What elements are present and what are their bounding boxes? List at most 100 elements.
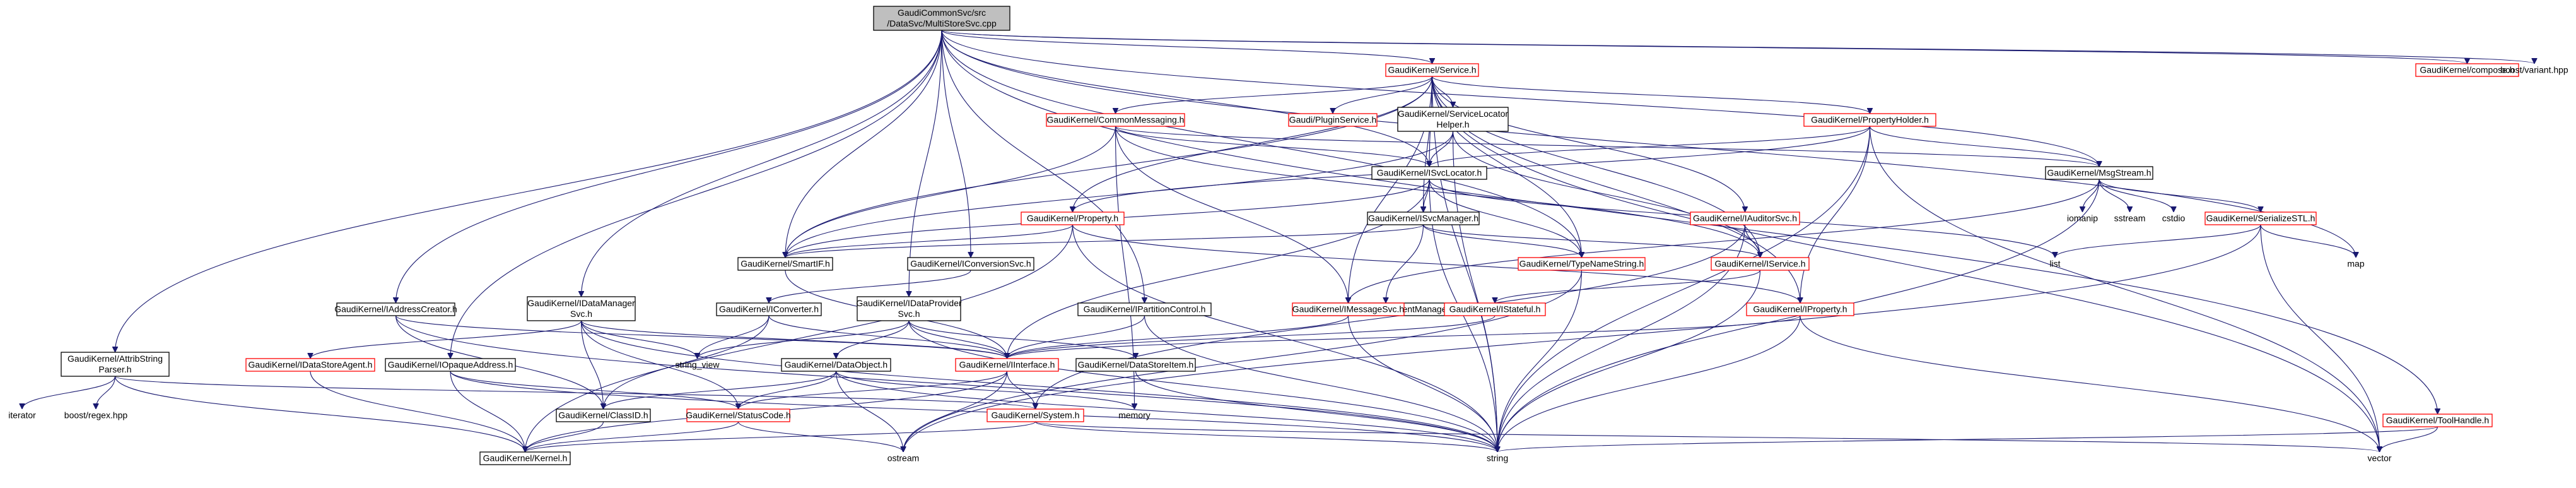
node-label-idatastoreagent_h: GaudiKernel/IDataStoreAgent.h [249, 360, 373, 370]
node-label-kernel_h: GaudiKernel/Kernel.h [483, 453, 568, 463]
node-label-typenamestring_h: GaudiKernel/TypeNameString.h [1519, 259, 1644, 269]
node-label-idataprovidersvc_h: Svc.h [898, 309, 920, 319]
node-label-imessagesvc_h: GaudiKernel/IMessageSvc.h [1292, 304, 1404, 314]
edge-root-to-iaddresscreator_h [396, 30, 942, 303]
node-label-sstream: sstream [2114, 213, 2146, 223]
edge-property_h-to-kernel_h [525, 224, 1074, 452]
edge-attribstringparser_h-to-iterator [22, 376, 116, 410]
edge-root-to-tooloahandle_h [941, 30, 2438, 414]
node-label-classid_h: GaudiKernel/ClassID.h [558, 410, 648, 420]
node-ismartif_h[interactable]: GaudiKernel/SmartIF.h [737, 257, 833, 271]
node-iopaqueaddress_h[interactable]: GaudiKernel/IOpaqueAddress.h [385, 358, 516, 372]
edge-idatastoreagent_h-to-kernel_h [310, 371, 525, 452]
node-propholder_h[interactable]: GaudiKernel/PropertyHolder.h [1803, 113, 1936, 127]
node-classid_h[interactable]: GaudiKernel/ClassID.h [556, 408, 651, 422]
node-property_h[interactable]: GaudiKernel/Property.h [1021, 211, 1125, 225]
node-box-iopaqueaddress_h [385, 358, 516, 372]
node-iaddresscreator_h[interactable]: GaudiKernel/IAddressCreator.h [334, 302, 457, 316]
node-box-isvclocator_h [1371, 166, 1487, 180]
edge-dataobject_h-to-ostream [835, 371, 904, 452]
node-statuscode_h[interactable]: GaudiKernel/StatusCode.h [686, 408, 791, 422]
node-iauditorsvc_h[interactable]: GaudiKernel/IAuditorSvc.h [1690, 211, 1800, 225]
edge-root-to-iconversionsvc_h [941, 30, 971, 258]
node-iproperty_h[interactable]: GaudiKernel/IProperty.h [1746, 302, 1854, 316]
node-istateful_h[interactable]: GaudiKernel/IStateful.h [1444, 302, 1546, 316]
edge-propholder_h-to-iproperty_h [1800, 126, 1871, 303]
node-box-iconverter_h [716, 302, 822, 316]
edge-root-to-ipartitioncontrol_h [941, 30, 1145, 303]
node-label-regex_hpp: boost/regex.hpp [64, 410, 128, 420]
node-kernel_h[interactable]: GaudiKernel/Kernel.h [479, 451, 571, 465]
node-isvcmanager_h[interactable]: GaudiKernel/ISvcManager.h [1367, 211, 1480, 225]
node-memory: memory [1118, 410, 1150, 420]
node-ipartitioncontrol_h[interactable]: GaudiKernel/IPartitionControl.h [1077, 302, 1212, 316]
node-label-svc_h: GaudiKernel/Service.h [1388, 65, 1476, 75]
node-typenamestring_h[interactable]: GaudiKernel/TypeNameString.h [1518, 257, 1646, 271]
node-imessagesvc_h[interactable]: GaudiKernel/IMessageSvc.h [1292, 302, 1405, 316]
node-isvclocator_h[interactable]: GaudiKernel/ISvcLocator.h [1371, 166, 1487, 180]
node-label-property_h: GaudiKernel/Property.h [1027, 213, 1118, 223]
edge-isvclocator_h-to-typenamestring_h [1429, 179, 1582, 258]
edge-commonmsg_h-to-isvclocator_h [1115, 126, 1430, 167]
node-commonmsg_h[interactable]: GaudiKernel/CommonMessaging.h [1046, 113, 1185, 127]
edge-system_h-to-kernel_h [525, 421, 1036, 453]
node-iinterface_h[interactable]: GaudiKernel/IInterface.h [955, 358, 1059, 372]
node-label-variant_hpp: boost/variant.hpp [2500, 65, 2568, 75]
node-msgstream_h[interactable]: GaudiKernel/MsgStream.h [2045, 166, 2153, 180]
node-system_h[interactable]: GaudiKernel/System.h [986, 408, 1084, 422]
node-box-datastoreitem_h [1075, 358, 1196, 372]
node-svc_h[interactable]: GaudiKernel/Service.h [1385, 63, 1479, 77]
edge-idataprovidersvc_h-to-dataobject_h [836, 320, 910, 359]
node-box-compose_h [2415, 63, 2519, 77]
edge-imessagesvc_h-to-string [1347, 315, 1498, 452]
node-serializestl_h[interactable]: GaudiKernel/SerializeSTL.h [2204, 211, 2317, 225]
edge-ipartitioncontrol_h-to-iinterface_h [1007, 315, 1145, 359]
node-iomanip: iomanip [2067, 213, 2098, 223]
node-label-system_h: GaudiKernel/System.h [991, 410, 1079, 420]
node-string: string [1487, 453, 1508, 463]
edge-svc_h-to-property_h [1073, 76, 1433, 212]
node-root[interactable]: GaudiCommonSvc/src/DataSvc/MultiStoreSvc… [873, 6, 1010, 31]
edge-msgstream_h-to-imessagesvc_h [1349, 179, 2100, 303]
edge-commonmsg_h-to-ismartif_h [785, 126, 1116, 258]
node-label-string: string [1487, 453, 1508, 463]
node-box-idatamanagersvc_h [527, 296, 636, 321]
node-datastoreitem_h[interactable]: GaudiKernel/DataStoreItem.h [1075, 358, 1196, 372]
node-iservice_h[interactable]: GaudiKernel/IService.h [1711, 257, 1810, 271]
node-iconversionsvc_h[interactable]: GaudiKernel/IConversionSvc.h [907, 257, 1034, 271]
edge-root-to-idatamanagersvc_h [582, 30, 942, 297]
edge-iauditorsvc_h-to-system_h [1036, 224, 1746, 409]
node-label-iconverter_h: GaudiKernel/IConverter.h [719, 304, 819, 314]
edge-commonmsg_h-to-iservice_h [1115, 126, 1760, 258]
node-label-isvclocator_h: GaudiKernel/ISvcLocator.h [1377, 168, 1482, 178]
node-compose_h[interactable]: GaudiKernel/compose.h [2415, 63, 2519, 77]
node-box-iservice_h [1711, 257, 1810, 271]
node-label-datastoreitem_h: GaudiKernel/DataStoreItem.h [1078, 360, 1194, 370]
node-idatastoreagent_h[interactable]: GaudiKernel/IDataStoreAgent.h [245, 358, 375, 372]
edge-serializestl_h-to-vector [2260, 224, 2380, 452]
edge-property_h-to-ismartif_h [785, 224, 1074, 258]
edge-system_h-to-vector [1034, 421, 2380, 453]
node-tooloahandle_h[interactable]: GaudiKernel/ToolHandle.h [2382, 414, 2493, 427]
node-label-memory: memory [1118, 410, 1150, 420]
edge-root-to-map [941, 30, 2356, 258]
node-cstdio: cstdio [2162, 213, 2186, 223]
node-iconverter_h[interactable]: GaudiKernel/IConverter.h [716, 302, 822, 316]
edge-root-to-ismartif_h [785, 30, 942, 258]
edge-svc_h-to-pluginsvc_h [1333, 76, 1433, 114]
edge-serializestl_h-to-list [2055, 224, 2261, 258]
node-label-propholder_h: GaudiKernel/PropertyHolder.h [1811, 115, 1929, 125]
node-dataobject_h[interactable]: GaudiKernel/DataObject.h [781, 358, 891, 372]
node-label-svclocatorhelper_h: GaudiKernel/ServiceLocator [1398, 109, 1508, 119]
edge-propholder_h-to-msgstream_h [1869, 126, 2100, 167]
node-label-iaddresscreator_h: GaudiKernel/IAddressCreator.h [334, 304, 457, 314]
node-box-attribstringparser_h [61, 352, 170, 377]
edge-dataobject_h-to-statuscode_h [739, 371, 837, 410]
edge-svclocatorhelper_h-to-ismartif_h [785, 131, 1454, 258]
node-pluginsvc_h[interactable]: Gaudi/PluginService.h [1288, 113, 1378, 127]
node-label-list: list [2049, 259, 2060, 269]
